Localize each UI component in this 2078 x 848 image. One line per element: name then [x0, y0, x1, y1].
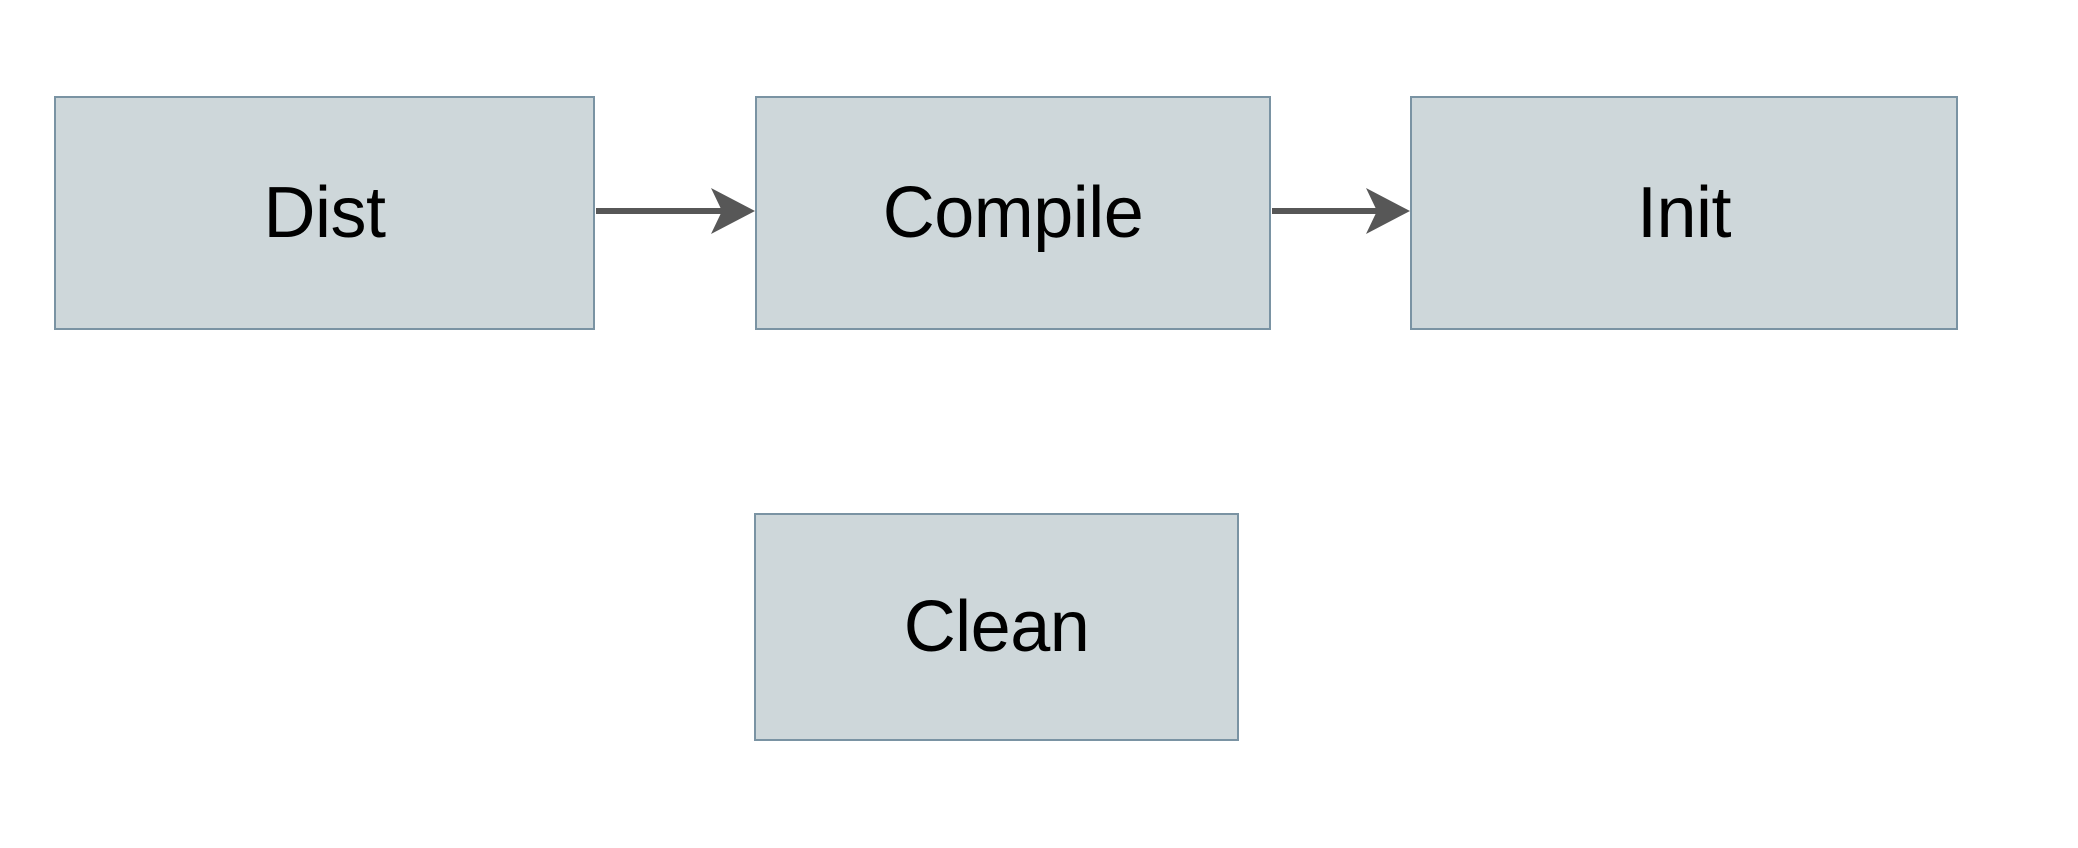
- node-clean[interactable]: Clean: [754, 513, 1239, 741]
- edge-compile-to-init-arrowhead: [1366, 188, 1410, 234]
- edge-dist-to-compile[interactable]: [596, 188, 755, 234]
- edge-compile-to-init[interactable]: [1272, 188, 1410, 234]
- node-dist-label: Dist: [263, 173, 387, 253]
- node-clean-label: Clean: [903, 587, 1090, 667]
- node-compile-label: Compile: [882, 173, 1144, 253]
- edge-dist-to-compile-arrowhead: [711, 188, 755, 234]
- node-init-label: Init: [1636, 173, 1732, 253]
- node-dist[interactable]: Dist: [54, 96, 595, 330]
- node-compile[interactable]: Compile: [755, 96, 1271, 330]
- node-init[interactable]: Init: [1410, 96, 1958, 330]
